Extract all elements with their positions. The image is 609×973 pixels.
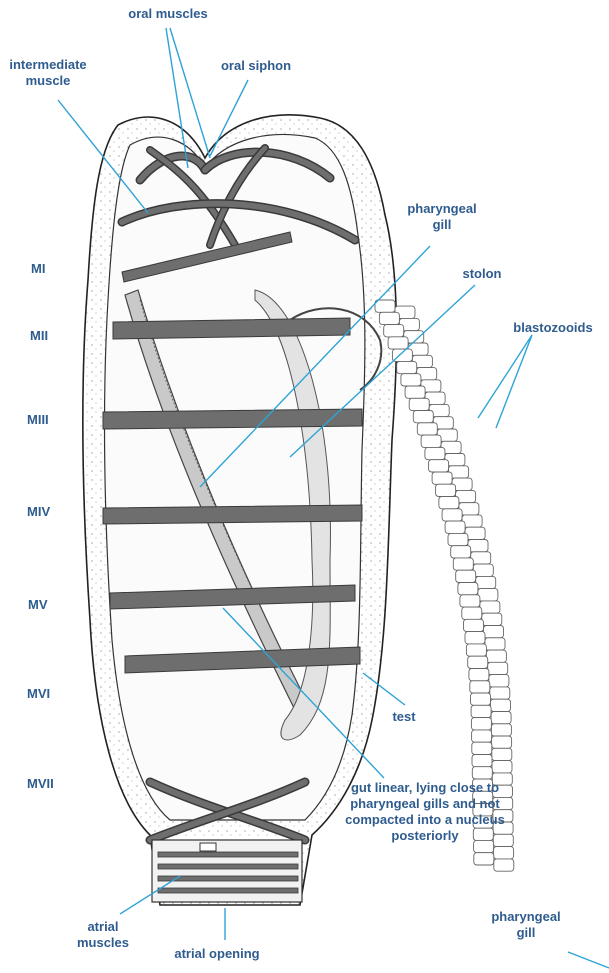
blastozooid-cell <box>494 847 514 859</box>
label-muscle-miv: MIV <box>27 504 50 520</box>
blastozooid-cell <box>469 669 489 681</box>
blastozooid-cell <box>480 601 500 613</box>
blastozooid-cell <box>484 626 504 638</box>
leader-pharyngeal-gill-bottom <box>568 952 609 968</box>
blastozooid-cell <box>491 699 511 711</box>
blastozooid-cell <box>445 521 465 533</box>
blastozooid-cell <box>492 748 512 760</box>
blastozooid-cell <box>456 570 476 582</box>
blastozooid-cell <box>474 853 494 865</box>
blastozooid-cell <box>384 325 404 337</box>
label-muscle-mvii: MVII <box>27 776 54 792</box>
blastozooid-cell <box>375 300 395 312</box>
blastozooid-cell <box>462 607 482 619</box>
blastozooid-cell <box>473 564 493 576</box>
blastozooid-cell <box>492 736 512 748</box>
blastozooid-cell <box>397 361 417 373</box>
label-gut-line3: compacted into a nucleus <box>322 812 528 828</box>
label-oral-siphon: oral siphon <box>206 58 306 74</box>
atrial-muscles <box>152 840 302 902</box>
blastozooid-cell <box>491 712 511 724</box>
blastozooid-cell <box>471 705 491 717</box>
blastozooid-cell <box>485 638 505 650</box>
blastozooid-cell <box>439 497 459 509</box>
blastozooid-cell <box>432 472 452 484</box>
blastozooid-cell <box>472 755 492 767</box>
blastozooid-cell <box>490 687 510 699</box>
label-atrial-line1: atrial <box>68 919 138 935</box>
blastozooid-cell <box>425 447 445 459</box>
blastozooid-cell <box>492 761 512 773</box>
blastozooid-cell <box>458 583 478 595</box>
label-intermediate-line2: muscle <box>0 73 96 89</box>
blastozooid-cell <box>464 619 484 631</box>
label-atrial-muscles: atrial muscles <box>68 919 138 951</box>
label-oral-muscles: oral muscles <box>112 6 224 22</box>
blastozooid-cell <box>486 650 506 662</box>
blastozooid-cell <box>465 632 485 644</box>
blastozooid-cell <box>417 423 437 435</box>
blastozooid-cell <box>388 337 408 349</box>
label-muscle-mvi: MVI <box>27 686 50 702</box>
label-muscle-miii: MIII <box>27 412 49 428</box>
label-intermediate-muscle: intermediate muscle <box>0 57 96 89</box>
label-intermediate-line1: intermediate <box>0 57 96 73</box>
blastozooid-cell <box>491 724 511 736</box>
blastozooid-cell <box>453 558 473 570</box>
label-pharyngeal-gill-bottom: pharyngeal gill <box>480 909 572 941</box>
blastozooid-cell <box>466 644 486 656</box>
blastozooid-cell <box>460 595 480 607</box>
label-stolon: stolon <box>452 266 512 282</box>
label-muscle-mi: MI <box>31 261 45 277</box>
blastozooid-cell <box>405 386 425 398</box>
label-pharyngeal-bottom-line2: gill <box>480 925 572 941</box>
label-atrial-opening: atrial opening <box>157 946 277 962</box>
blastozooid-cell <box>442 509 462 521</box>
blastozooid-cell <box>472 767 492 779</box>
label-gut-line4: posteriorly <box>322 828 528 844</box>
label-muscle-mv: MV <box>28 597 48 613</box>
label-test: test <box>384 709 424 725</box>
label-pharyngeal-line2: gill <box>398 217 486 233</box>
label-muscle-mii: MII <box>30 328 48 344</box>
label-atrial-line2: muscles <box>68 935 138 951</box>
label-gut-line2: pharyngeal gills and not <box>322 796 528 812</box>
blastozooid-cell <box>451 546 471 558</box>
blastozooid-cell <box>468 656 488 668</box>
label-gut: gut linear, lying close to pharyngeal gi… <box>322 780 528 844</box>
label-pharyngeal-bottom-line1: pharyngeal <box>480 909 572 925</box>
muscle-band-mii <box>113 318 350 339</box>
blastozooid-cell <box>489 675 509 687</box>
blastozooid-cell <box>471 718 491 730</box>
blastozooid-cell <box>471 693 491 705</box>
blastozooid-cell <box>421 435 441 447</box>
label-pharyngeal-line1: pharyngeal <box>398 201 486 217</box>
blastozooid-cell <box>401 374 421 386</box>
blastozooid-cell <box>472 730 492 742</box>
blastozooid-cell <box>482 613 502 625</box>
label-gut-line1: gut linear, lying close to <box>322 780 528 796</box>
blastozooid-cell <box>476 576 496 588</box>
label-blastozooids: blastozooids <box>497 320 609 336</box>
blastozooid-cell <box>488 662 508 674</box>
blastozooid-cell <box>448 533 468 545</box>
blastozooid-cell <box>472 742 492 754</box>
blastozooid-cell <box>478 589 498 601</box>
blastozooid-cell <box>494 859 514 871</box>
label-pharyngeal-gill: pharyngeal gill <box>398 201 486 233</box>
blastozooid-cell <box>470 681 490 693</box>
blastozooid-cell <box>436 484 456 496</box>
blastozooid-cell <box>409 398 429 410</box>
blastozooid-cell <box>429 460 449 472</box>
muscle-band-miv <box>103 505 362 524</box>
blastozooid-cell <box>413 411 433 423</box>
blastozooid-cell <box>379 312 399 324</box>
